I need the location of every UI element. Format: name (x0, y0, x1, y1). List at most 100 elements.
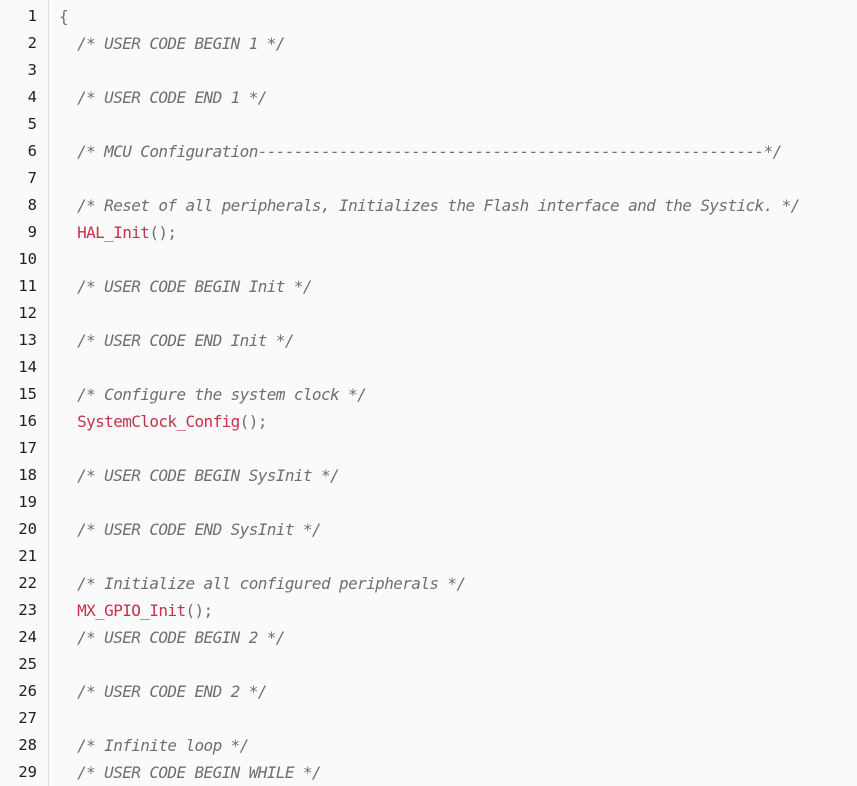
code-line[interactable]: 25 (0, 651, 857, 678)
line-number-gutter (0, 0, 49, 786)
code-comment: /* Initialize all configured peripherals… (77, 574, 466, 593)
code-text: /* USER CODE BEGIN Init */ (59, 273, 312, 300)
line-number: 19 (18, 493, 37, 511)
code-line[interactable]: 18 /* USER CODE BEGIN SysInit */ (0, 462, 857, 489)
line-number: 8 (27, 196, 37, 214)
line-number: 22 (18, 574, 37, 592)
code-line[interactable]: 13 /* USER CODE END Init */ (0, 327, 857, 354)
code-comment: /* USER CODE BEGIN Init */ (77, 277, 312, 296)
function-call: HAL_Init (77, 223, 150, 242)
line-number: 14 (18, 358, 37, 376)
line-number: 21 (18, 547, 37, 565)
indent (59, 628, 77, 647)
code-comment: /* MCU Configuration--------------------… (77, 142, 782, 161)
code-line[interactable]: 27 (0, 705, 857, 732)
code-comment: /* Infinite loop */ (77, 736, 249, 755)
code-line[interactable]: 23 MX_GPIO_Init(); (0, 597, 857, 624)
code-text: /* Reset of all peripherals, Initializes… (59, 192, 800, 219)
code-line[interactable]: 9 HAL_Init(); (0, 219, 857, 246)
line-number: 6 (27, 142, 37, 160)
code-text: /* USER CODE BEGIN SysInit */ (59, 462, 340, 489)
code-line[interactable]: 1{ (0, 3, 857, 30)
line-number: 15 (18, 385, 37, 403)
indent (59, 466, 77, 485)
code-line[interactable]: 15 /* Configure the system clock */ (0, 381, 857, 408)
code-line[interactable]: 29 /* USER CODE BEGIN WHILE */ (0, 759, 857, 786)
code-line[interactable]: 10 (0, 246, 857, 273)
line-number: 4 (27, 88, 37, 106)
code-comment: /* USER CODE END Init */ (77, 331, 294, 350)
code-line[interactable]: 3 (0, 57, 857, 84)
code-line[interactable]: 16 SystemClock_Config(); (0, 408, 857, 435)
code-line[interactable]: 20 /* USER CODE END SysInit */ (0, 516, 857, 543)
function-call: SystemClock_Config (77, 412, 240, 431)
line-number: 3 (27, 61, 37, 79)
indent (59, 736, 77, 755)
indent (59, 574, 77, 593)
line-number: 23 (18, 601, 37, 619)
code-text: /* USER CODE END SysInit */ (59, 516, 321, 543)
code-text: /* Initialize all configured peripherals… (59, 570, 466, 597)
punctuation: (); (149, 223, 177, 242)
code-text: HAL_Init(); (59, 219, 177, 246)
code-text: /* Configure the system clock */ (59, 381, 367, 408)
code-comment: /* USER CODE END 2 */ (77, 682, 267, 701)
code-line[interactable]: 22 /* Initialize all configured peripher… (0, 570, 857, 597)
code-text: MX_GPIO_Init(); (59, 597, 213, 624)
indent (59, 34, 77, 53)
indent (59, 142, 77, 161)
line-number: 1 (27, 7, 37, 25)
code-comment: /* USER CODE BEGIN SysInit */ (77, 466, 340, 485)
code-line[interactable]: 28 /* Infinite loop */ (0, 732, 857, 759)
code-comment: /* USER CODE END SysInit */ (77, 520, 321, 539)
indent (59, 682, 77, 701)
line-number: 26 (18, 682, 37, 700)
code-line[interactable]: 24 /* USER CODE BEGIN 2 */ (0, 624, 857, 651)
code-line[interactable]: 19 (0, 489, 857, 516)
punctuation: (); (185, 601, 213, 620)
code-text: /* USER CODE BEGIN WHILE */ (59, 759, 321, 786)
code-text: /* USER CODE END 2 */ (59, 678, 267, 705)
line-number: 10 (18, 250, 37, 268)
line-number: 13 (18, 331, 37, 349)
line-number: 28 (18, 736, 37, 754)
line-number: 29 (18, 763, 37, 781)
code-text: /* USER CODE END Init */ (59, 327, 294, 354)
line-number: 11 (18, 277, 37, 295)
code-line[interactable]: 5 (0, 111, 857, 138)
code-line[interactable]: 6 /* MCU Configuration------------------… (0, 138, 857, 165)
code-comment: /* USER CODE BEGIN WHILE */ (77, 763, 321, 782)
code-line[interactable]: 7 (0, 165, 857, 192)
indent (59, 412, 77, 431)
code-line[interactable]: 14 (0, 354, 857, 381)
indent (59, 601, 77, 620)
line-number: 20 (18, 520, 37, 538)
punctuation: { (59, 7, 69, 26)
indent (59, 520, 77, 539)
line-number: 7 (27, 169, 37, 187)
function-call: MX_GPIO_Init (77, 601, 186, 620)
code-line[interactable]: 26 /* USER CODE END 2 */ (0, 678, 857, 705)
line-number: 16 (18, 412, 37, 430)
code-text: /* USER CODE BEGIN 2 */ (59, 624, 285, 651)
code-line[interactable]: 4 /* USER CODE END 1 */ (0, 84, 857, 111)
code-line[interactable]: 2 /* USER CODE BEGIN 1 */ (0, 30, 857, 57)
code-comment: /* USER CODE BEGIN 2 */ (77, 628, 285, 647)
line-number: 12 (18, 304, 37, 322)
indent (59, 277, 77, 296)
code-comment: /* Configure the system clock */ (77, 385, 367, 404)
line-number: 25 (18, 655, 37, 673)
code-text: SystemClock_Config(); (59, 408, 267, 435)
code-line[interactable]: 11 /* USER CODE BEGIN Init */ (0, 273, 857, 300)
code-line[interactable]: 21 (0, 543, 857, 570)
code-text: /* USER CODE END 1 */ (59, 84, 267, 111)
code-line[interactable]: 12 (0, 300, 857, 327)
code-comment: /* USER CODE BEGIN 1 */ (77, 34, 285, 53)
indent (59, 196, 77, 215)
code-line[interactable]: 8 /* Reset of all peripherals, Initializ… (0, 192, 857, 219)
punctuation: (); (239, 412, 268, 431)
code-text: /* Infinite loop */ (59, 732, 249, 759)
indent (59, 331, 77, 350)
code-line[interactable]: 17 (0, 435, 857, 462)
